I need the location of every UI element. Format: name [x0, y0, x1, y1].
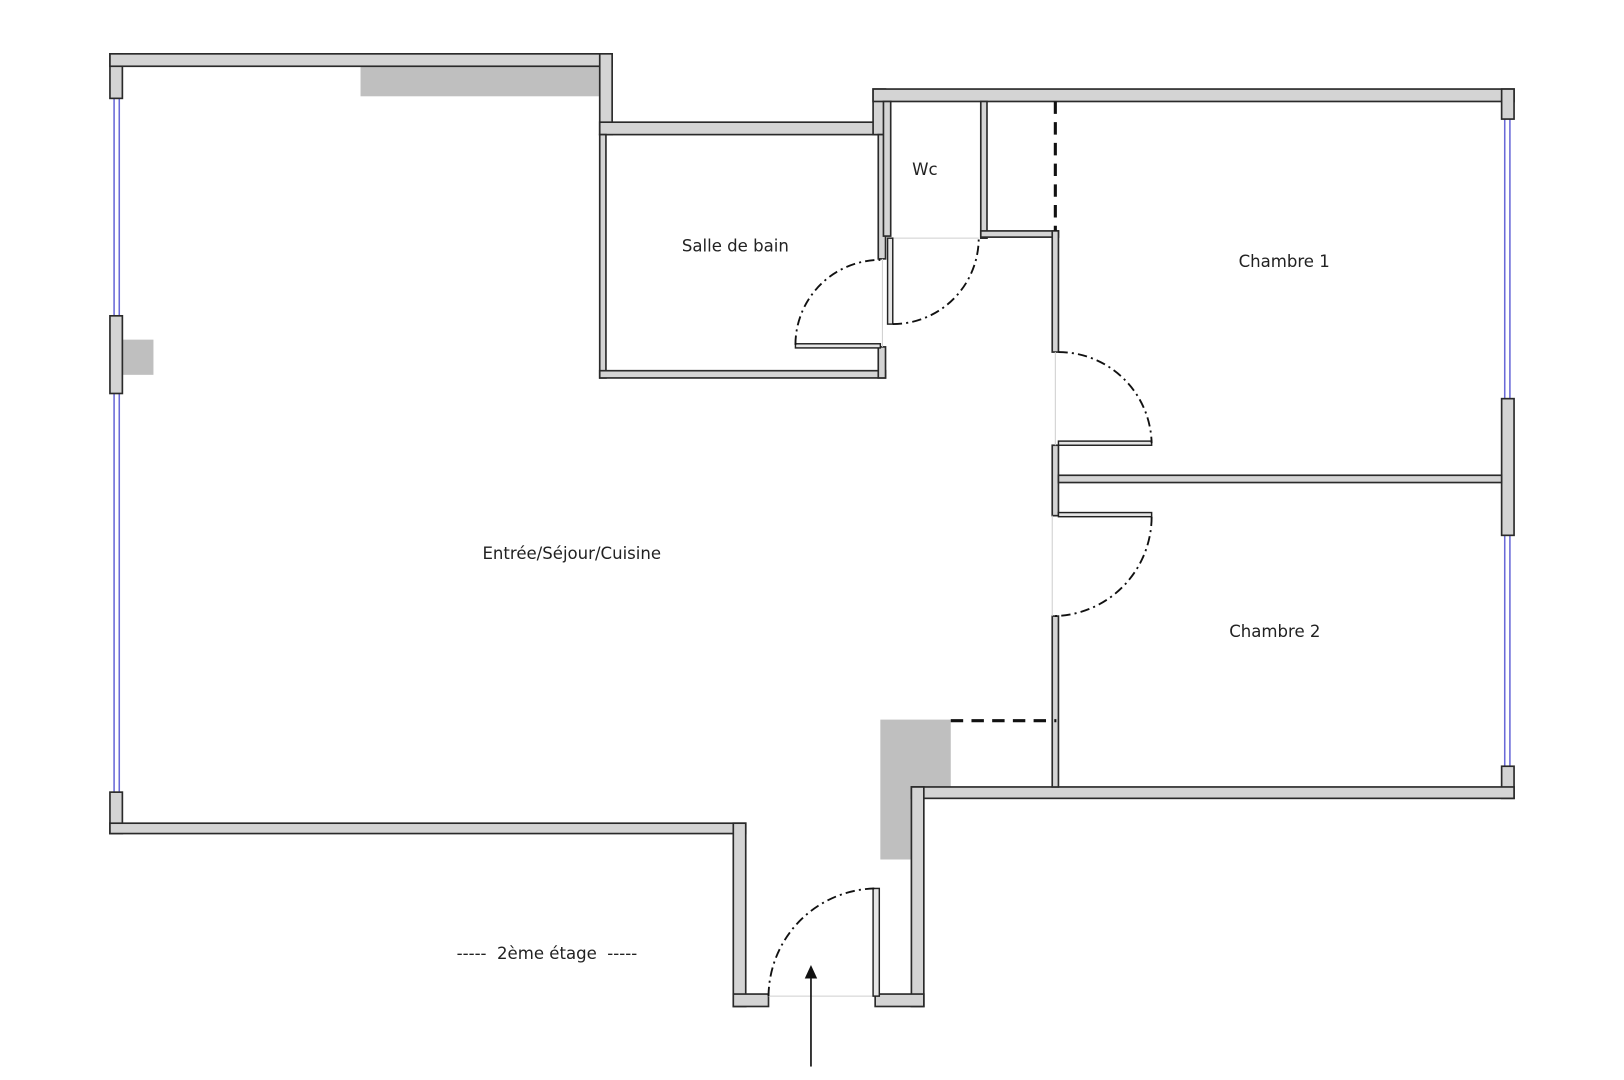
window-left — [113, 98, 121, 793]
window-right — [1503, 119, 1511, 767]
floor-label: ----- 2ème étage ----- — [457, 944, 638, 963]
door-bathroom — [794, 258, 883, 349]
kitchen-counter — [360, 64, 601, 97]
room-label-living: Entrée/Séjour/Cuisine — [482, 544, 661, 563]
door-chambre-1 — [1054, 351, 1153, 446]
walls — [109, 53, 1515, 1008]
room-label-chambre-2: Chambre 2 — [1229, 622, 1320, 641]
door-chambre-2 — [1051, 511, 1153, 618]
room-label-chambre-1: Chambre 1 — [1239, 252, 1330, 271]
door-wc — [886, 237, 980, 326]
entrance-arrow-icon — [804, 965, 818, 1067]
room-label-bathroom: Salle de bain — [682, 237, 789, 256]
room-label-wc: Wc — [912, 160, 937, 179]
entry-closet — [880, 719, 951, 860]
door-entrance — [767, 887, 881, 997]
